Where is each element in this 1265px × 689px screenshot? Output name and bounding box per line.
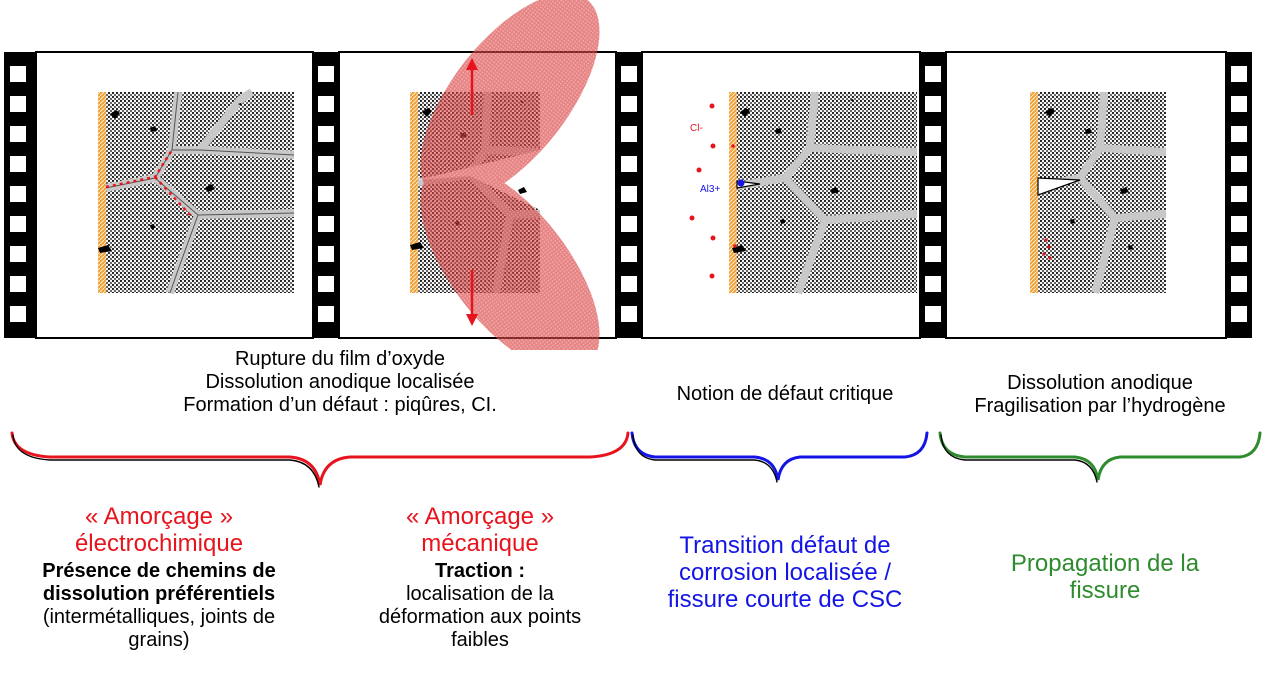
metal-grains	[106, 92, 294, 293]
propagating-crack	[1037, 177, 1081, 196]
stage-title-line: Transition défaut de	[679, 532, 891, 559]
tensile-arrows	[466, 58, 478, 326]
oxide-film	[729, 92, 737, 293]
chloride-ions	[689, 103, 737, 279]
braces	[10, 431, 1262, 488]
film-perforations	[4, 52, 1252, 338]
oxide-film	[1030, 92, 1038, 293]
frame-1	[35, 51, 314, 339]
metal-grains	[737, 92, 917, 293]
oxide-film	[98, 92, 106, 293]
stage-title-line: « Amorçage »	[405, 503, 555, 530]
stage-note-line: faibles	[451, 629, 509, 651]
hydrogen-marks	[1042, 238, 1052, 260]
stage-title-line: fissure courte de CSC	[667, 586, 903, 613]
frame-2	[338, 0, 617, 350]
stage-mechanical: « Amorçage » mécanique Traction : locali…	[340, 503, 620, 652]
stage-title-line: corrosion localisée /	[678, 559, 892, 586]
caption-group3: Dissolution anodique Fragilisation par l…	[940, 372, 1260, 418]
stress-concentration-zones	[420, 0, 600, 350]
stage-note-line: grains)	[128, 629, 190, 651]
stage-bold-line: Présence de chemins de	[42, 560, 276, 582]
frame-3: Cl- Al3+	[641, 51, 921, 339]
caption-line: Rupture du film d’oxyde	[234, 348, 446, 370]
stage-title-line: « Amorçage »	[84, 503, 234, 530]
frame-4	[945, 51, 1227, 339]
stage-transition: Transition défaut de corrosion localisée…	[630, 532, 940, 613]
caption-line: Dissolution anodique	[1007, 372, 1193, 394]
stage-title-line: fissure	[1069, 577, 1141, 604]
caption-group2: Notion de défaut critique	[676, 383, 894, 405]
film-strip-diagram: Cl- Al3+	[4, 0, 1252, 350]
stage-note-line: déformation aux points	[378, 606, 582, 628]
green-brace	[938, 431, 1262, 481]
oxide-film	[410, 92, 418, 293]
caption-line: Dissolution anodique localisée	[205, 371, 475, 393]
stage-title-line: Propagation de la	[1010, 550, 1200, 577]
stage-note-line: localisation de la	[406, 583, 554, 605]
stage-note-line: (intermétalliques, joints de	[42, 606, 276, 628]
stage-propagation: Propagation de la fissure	[950, 550, 1260, 604]
stage-title-line: mécanique	[421, 530, 539, 557]
caption-line: Formation d’un défaut : piqûres, CI.	[183, 394, 497, 416]
chloride-label: Cl-	[690, 123, 703, 134]
caption-group1: Rupture du film d’oxyde Dissolution anod…	[110, 348, 570, 417]
red-brace	[10, 431, 630, 486]
caption-line: Fragilisation par l’hydrogène	[974, 395, 1226, 417]
stage-bold-line: Traction :	[434, 560, 525, 582]
stage-bold-line: dissolution préférentiels	[42, 583, 276, 605]
stage-electrochemical: « Amorçage » électrochimique Présence de…	[0, 503, 318, 652]
aluminium-label: Al3+	[700, 184, 720, 195]
blue-brace	[630, 431, 929, 481]
aluminium-ion	[737, 179, 745, 187]
stage-title-line: électrochimique	[74, 530, 244, 557]
